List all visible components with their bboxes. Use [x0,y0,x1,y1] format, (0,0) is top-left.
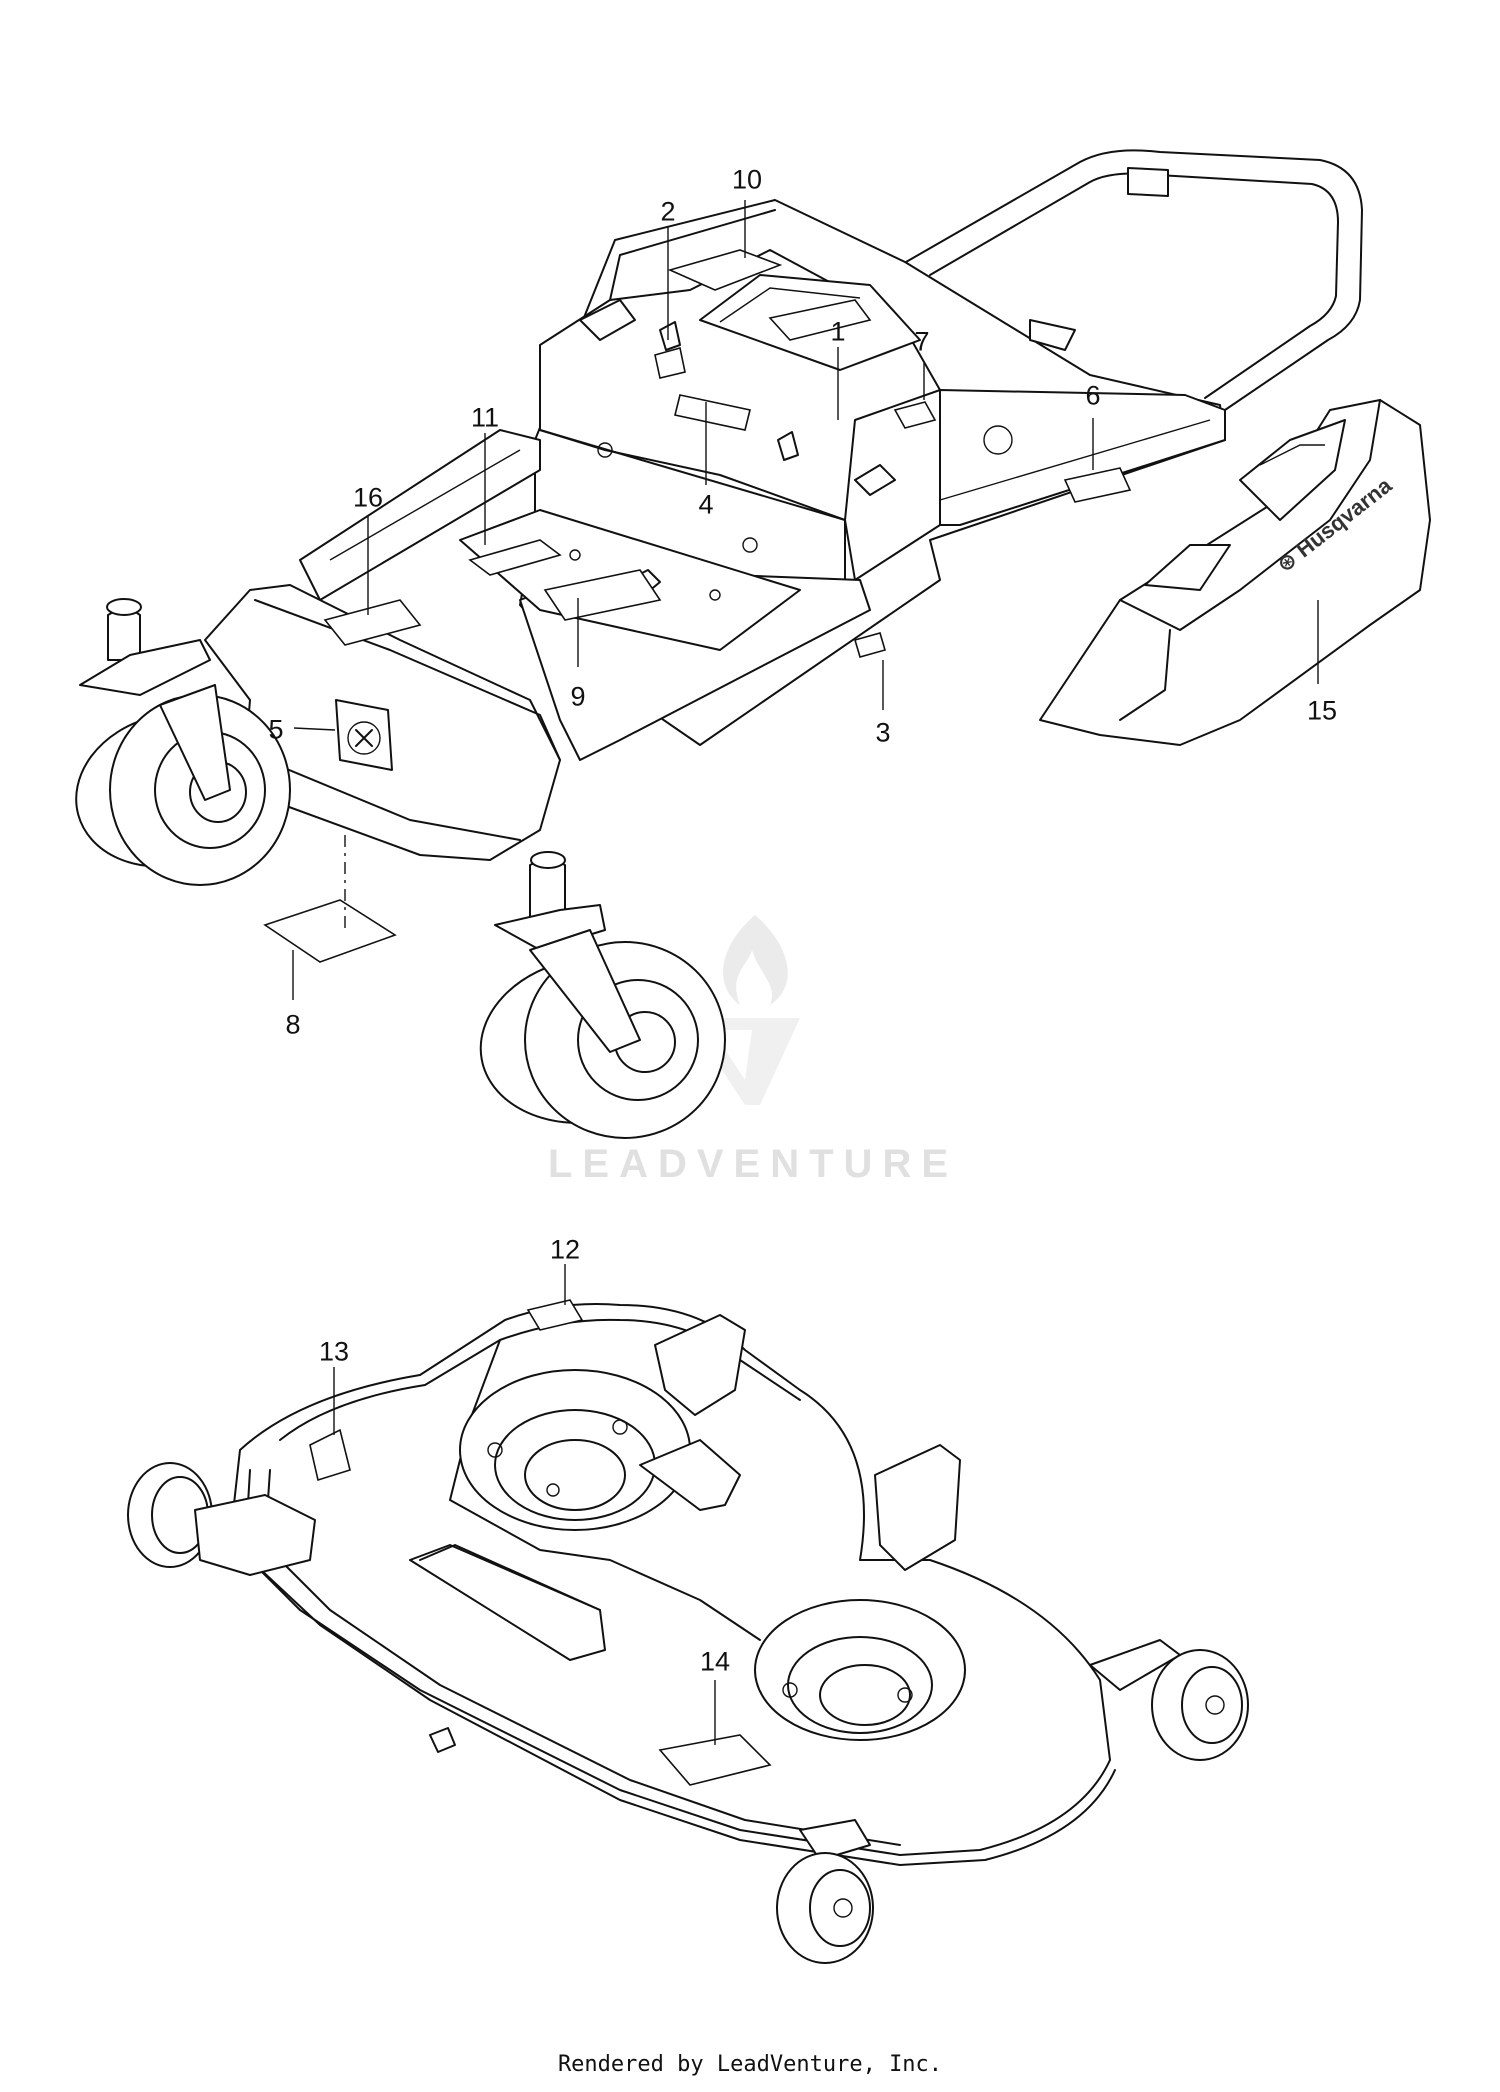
callout-13: 13 [318,1336,350,1367]
callout-1: 1 [830,316,846,347]
callout-2: 2 [660,196,676,227]
callout-6: 6 [1085,380,1101,411]
callout-10: 10 [731,164,763,195]
decal-12 [526,1299,584,1331]
callout-7: 7 [914,326,930,357]
decal-3 [854,632,886,658]
decal-14 [658,1734,772,1786]
callout-4: 4 [698,489,714,520]
callout-9: 9 [570,681,586,712]
decal-4 [674,394,751,431]
footer-credit: Rendered by LeadVenture, Inc. [557,2052,943,2077]
mower-deck [127,1264,1249,1964]
decal-7 [893,401,937,429]
handle-bar [905,149,1363,411]
decal-13 [309,1428,351,1482]
callout-14: 14 [699,1646,731,1677]
leader-lines [292,200,1319,1000]
decal-16 [323,599,422,646]
callout-3: 3 [875,717,891,748]
callout-11: 11 [470,402,500,433]
callout-12: 12 [549,1234,581,1265]
decal-10 [667,249,783,291]
side-cover [1039,399,1431,746]
front-right-caster [479,851,726,1139]
decal-2 [654,346,686,379]
callout-5: 5 [268,714,284,745]
decal-6 [1063,467,1132,503]
callout-16: 16 [352,482,384,513]
decal-8 [263,899,397,963]
watermark-text: LEADVENTURE [547,1142,959,1186]
decal-11 [468,539,562,576]
front-left-caster [75,598,291,886]
decal-9 [543,569,662,621]
callout-15: 15 [1306,695,1338,726]
decal-1 [768,299,872,341]
decals [263,249,1132,963]
front-bumper [204,584,561,861]
callout-8: 8 [285,1009,301,1040]
